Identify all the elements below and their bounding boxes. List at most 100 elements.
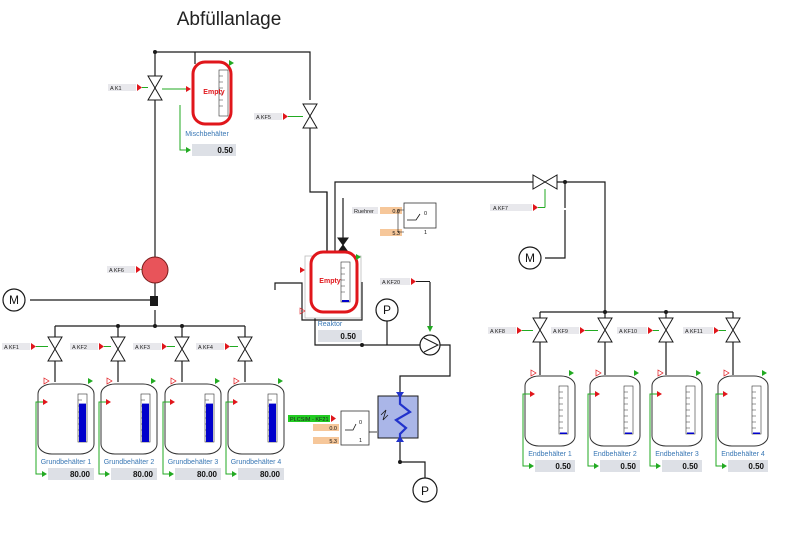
input-arrow-icon (162, 343, 167, 350)
output-arrow-icon (42, 471, 47, 477)
base-tank-3[interactable]: Grundbehälter 380.00 (162, 377, 222, 480)
valve-kf9[interactable] (597, 317, 613, 343)
valve-kf7[interactable] (532, 174, 558, 190)
base-tank-label: Grundbehälter 1 (41, 459, 92, 466)
end-tank-value: 0.50 (748, 462, 764, 471)
mixer-status: Empty (203, 89, 225, 96)
end-tank-label: Endbehälter 3 (655, 451, 699, 458)
valve-kf5[interactable] (302, 103, 318, 129)
heater-out0: 0 (359, 420, 362, 426)
signal-kf10[interactable]: A KF10 (617, 327, 659, 335)
input-arrow-icon (106, 399, 111, 405)
input-arrow-icon (331, 415, 336, 422)
signal-kf9[interactable]: A KF9 (551, 327, 598, 335)
stirrer-value-a: 0.0 (392, 209, 400, 215)
input-arrow-icon (648, 327, 653, 334)
signal-kf5[interactable]: A KF5 (254, 113, 303, 121)
signal-kf8-label: A KF8 (490, 329, 505, 335)
signal-kf20[interactable]: A KF20 (380, 278, 416, 286)
input-arrow-icon (657, 391, 662, 397)
valve-kf8[interactable] (532, 317, 548, 343)
stirrer-control[interactable]: Ruehrer 0.0 5.3 0 1 (352, 202, 437, 237)
heater-control[interactable]: PLCSIM - KF21 0.0 5.3 0 1 (288, 410, 377, 446)
valve-reactor-inlet[interactable] (337, 237, 349, 253)
input-arrow-icon (299, 307, 306, 315)
motor-icon (518, 246, 542, 270)
reactor-label: Reaktor (318, 321, 343, 328)
output-arrow-icon (215, 378, 220, 384)
output-arrow-icon (529, 463, 534, 469)
valve-kf10[interactable] (658, 317, 674, 343)
end-tank-4[interactable]: Endbehälter 40.50 (715, 369, 769, 472)
base-tank-4[interactable]: Grundbehälter 4 80.00 (225, 377, 285, 480)
signal-kf7[interactable]: A KF7 (490, 189, 546, 212)
valve-kf4[interactable] (237, 336, 253, 362)
mixer-tank[interactable]: Empty Mischbehälter 0.50 (162, 60, 236, 156)
signal-k1[interactable]: A K1 (108, 84, 148, 92)
heater-out1: 1 (359, 438, 362, 444)
signal-kf3[interactable]: A KF3 (133, 343, 175, 351)
output-arrow-icon (722, 463, 727, 469)
valve-kf1[interactable] (47, 336, 63, 362)
base-tank-level-bar (142, 403, 149, 442)
pump-kf6[interactable] (141, 256, 169, 284)
signal-kf1[interactable]: A KF1 (2, 343, 48, 351)
heater-value-a: 0.0 (329, 426, 337, 432)
valve-kf3[interactable] (174, 336, 190, 362)
input-arrow-icon (580, 327, 585, 334)
signal-kf11[interactable]: A KF11 (683, 327, 726, 335)
page-title: Abfüllanlage (177, 9, 282, 30)
heater-label: PLCSIM - KF21 (290, 417, 329, 423)
valve-kf11[interactable] (725, 317, 741, 343)
input-arrow-icon (530, 369, 537, 377)
end-tank-value: 0.50 (682, 462, 698, 471)
heater-value-b: 5.3 (329, 439, 337, 445)
input-arrow-icon (170, 399, 175, 405)
input-arrow-icon (411, 278, 416, 285)
end-tank-3[interactable]: Endbehälter 3 0.50 (649, 369, 703, 472)
coupling-icon (150, 296, 158, 306)
pump-icon (141, 256, 169, 284)
end-tank-level-bar (687, 432, 694, 434)
heat-exchanger[interactable] (377, 392, 419, 442)
mixer-value: 0.50 (217, 146, 233, 155)
signal-kf9-label: A KF9 (553, 329, 568, 335)
signal-kf4-label: A KF4 (198, 345, 213, 351)
end-tank-2[interactable]: Endbehälter 20.50 (587, 369, 641, 472)
output-arrow-icon (229, 60, 234, 66)
input-arrow-icon (31, 343, 36, 350)
output-arrow-icon (186, 147, 191, 153)
stirrer-out1: 1 (424, 230, 427, 236)
base-tank-label: Grundbehälter 2 (104, 459, 155, 466)
input-arrow-icon (533, 204, 538, 211)
motor-left-label: M (9, 293, 19, 307)
signal-kf4[interactable]: A KF4 (196, 343, 238, 351)
input-arrow-icon (233, 399, 238, 405)
end-tank-1[interactable]: Endbehälter 10.50 (522, 369, 576, 472)
base-tank-label: Grundbehälter 4 (231, 459, 282, 466)
input-arrow-icon (170, 377, 177, 385)
signal-kf20-label: A KF20 (382, 280, 400, 286)
signal-kf2[interactable]: A KF2 (70, 343, 111, 351)
input-arrow-icon (225, 343, 230, 350)
reactor-tank[interactable]: Empty Reaktor 0.50 (299, 250, 362, 342)
input-arrow-icon (517, 327, 522, 334)
base-tank-value: 80.00 (260, 470, 281, 479)
input-arrow-icon (657, 369, 664, 377)
valve-k1[interactable] (147, 75, 163, 101)
base-tank-1[interactable]: Grundbehälter 180.00 (35, 377, 95, 480)
valve-kf2[interactable] (110, 336, 126, 362)
output-arrow-icon (105, 471, 110, 477)
signal-tags: A K1 A KF5 A KF6 A KF7 A KF20 (2, 84, 726, 351)
pump-reactor[interactable] (419, 334, 441, 356)
base-tank-2[interactable]: Grundbehälter 280.00 (98, 377, 158, 480)
signal-kf6[interactable]: A KF6 (107, 266, 142, 274)
output-arrow-icon (634, 370, 639, 376)
motor-left[interactable]: M (2, 288, 26, 312)
mixer-label: Mischbehälter (185, 131, 229, 138)
output-arrow-icon (169, 471, 174, 477)
signal-kf8[interactable]: A KF8 (488, 327, 533, 335)
input-arrow-icon (283, 113, 288, 120)
motor-right[interactable]: M (518, 246, 542, 270)
